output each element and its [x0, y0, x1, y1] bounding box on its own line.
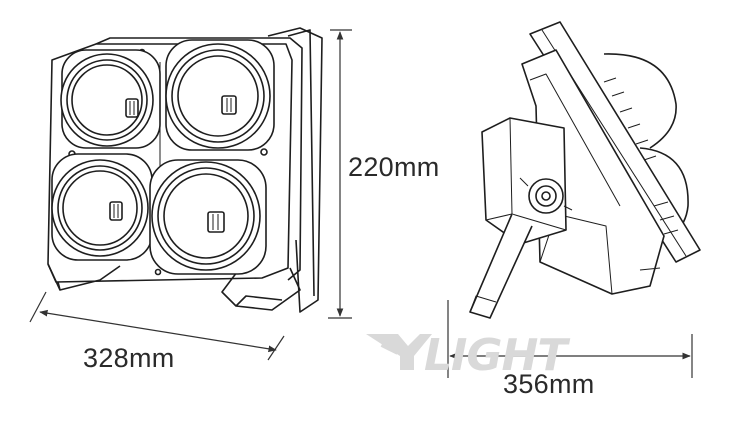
- lamp-head-bottom-right: [149, 159, 267, 275]
- depth-dimension-line: [447, 300, 693, 378]
- lamp-head-top-left: [60, 49, 161, 149]
- watermark-text: LIGHT: [424, 330, 570, 381]
- depth-dimension-label: 356mm: [503, 369, 595, 399]
- lamp-head-bottom-left: [51, 153, 153, 261]
- width-dimension-label: 328mm: [83, 343, 175, 373]
- height-dimension-line: [328, 29, 352, 319]
- side-view-drawing: [469, 21, 701, 319]
- ylight-watermark-logo: LIGHT: [366, 330, 571, 381]
- height-dimension-label: 220mm: [348, 152, 440, 182]
- width-dimension-line: [29, 291, 285, 361]
- lamp-head-top-right: [165, 39, 275, 151]
